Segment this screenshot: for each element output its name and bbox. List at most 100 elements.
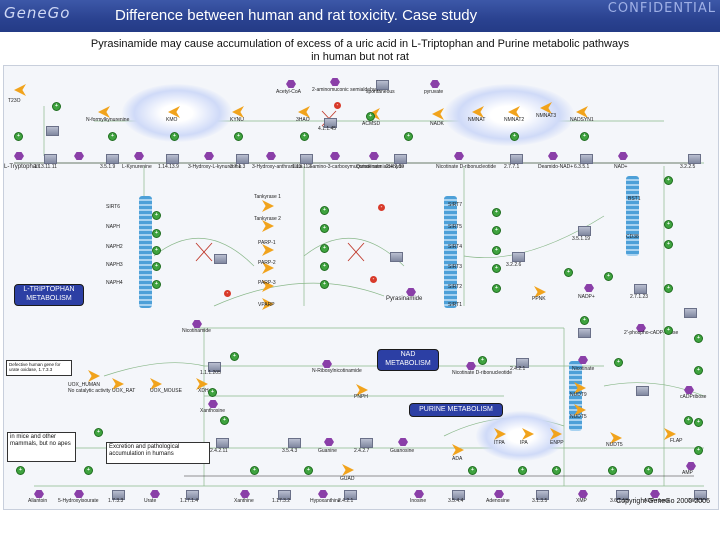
deamido-nad-label: Deamido-NAD+ xyxy=(538,164,574,170)
activation-icon: + xyxy=(14,132,23,141)
nicotinate-label: Nicotinate xyxy=(572,366,595,372)
bst-stack xyxy=(626,176,639,256)
ec-label: 2.4.2.11 xyxy=(210,448,228,454)
reaction-icon xyxy=(214,254,227,264)
activation-icon: + xyxy=(492,264,501,273)
hydroxyisourate-compound-icon xyxy=(74,490,84,498)
uox-rat-label: UOX_RAT xyxy=(112,388,136,394)
acmsd-label: ACMSD xyxy=(362,121,381,127)
xmp-compound-icon xyxy=(578,490,588,498)
activation-icon: + xyxy=(220,416,229,425)
pyruvate-label: pyruvate xyxy=(424,89,444,95)
l-tryptophan-compound-icon xyxy=(14,152,24,160)
hypoxanthine-compound-icon xyxy=(318,490,328,498)
nicotinamide-compound-icon xyxy=(192,320,202,328)
ec-label: 2.7.7.1 xyxy=(504,164,520,170)
reaction-icon xyxy=(452,490,465,500)
activation-icon: + xyxy=(580,316,589,325)
inhibition-icon: - xyxy=(370,276,377,283)
xdh-label: XDH xyxy=(198,388,209,394)
allantoin-compound-icon xyxy=(34,490,44,498)
pyrasinamide-compound-icon xyxy=(406,288,416,296)
phospho-cadp-label: 2'-phospho-cADP-ribose xyxy=(624,330,679,336)
inhibition-icon: - xyxy=(378,204,385,211)
purine-metabolism-box[interactable]: PURINE METABOLISM xyxy=(409,403,503,417)
nicotinate-ribonucleotide-2-label: Nicotinate D-ribonucleotide xyxy=(452,370,513,376)
parp2-label: PARP-2 xyxy=(258,260,276,266)
nadp-compound-icon xyxy=(584,284,594,292)
cadpribose-label: cADPribose xyxy=(680,394,707,400)
ec-label: 3.5.4.4 xyxy=(448,498,464,504)
activation-icon: + xyxy=(152,229,161,238)
genego-logo: GeneGo xyxy=(4,4,71,22)
l-triptophan-metabolism-box[interactable]: L-TRIPTOPHAN METABOLISM xyxy=(14,284,84,306)
reaction-icon xyxy=(578,328,591,338)
acetyl-coa-compound-icon xyxy=(286,80,296,88)
ec-label: 3.7.1.3 xyxy=(230,164,246,170)
nudt5b-label: NUDT5 xyxy=(606,442,623,448)
activation-icon: + xyxy=(404,132,413,141)
activation-icon: + xyxy=(694,334,703,343)
reaction-icon xyxy=(536,490,549,500)
ec-label: 3.2.2.5 xyxy=(680,164,696,170)
guanine-compound-icon xyxy=(324,438,334,446)
activation-icon: + xyxy=(478,356,487,365)
activation-icon: + xyxy=(694,446,703,455)
ec-label: 1.13.11.6 xyxy=(292,164,313,170)
xanthine-label: Xanthine xyxy=(234,498,254,504)
adenosine-label: Adenosine xyxy=(486,498,510,504)
xanthosine-compound-icon xyxy=(208,400,218,408)
activation-icon: + xyxy=(320,262,329,271)
uox-mouse-label: UOX_MOUSE xyxy=(150,388,182,394)
excretion-note-box: Excretion and pathological accumulation … xyxy=(106,442,210,464)
reaction-icon xyxy=(394,154,407,164)
uox-defect-note: Defective human gene for urate oxidase, … xyxy=(6,360,72,376)
activation-icon: + xyxy=(468,466,477,475)
nicotinate-ribonucleotide-label: Nicotinate D-ribonucleotide xyxy=(436,164,497,170)
naph4-label: NAPH4 xyxy=(106,280,123,286)
ec-label: 3.5.4.3 xyxy=(282,448,298,454)
hydroxyisourate-label: 5-Hydroxyisourate xyxy=(58,498,99,504)
nad-compound-icon xyxy=(618,152,628,160)
guanine-label: Guanine xyxy=(318,448,337,454)
nicotinate-ribonucleotide-compound-icon xyxy=(454,152,464,160)
hydroxykynurenine-label: 3-Hydroxy-L-kynurenine xyxy=(188,164,242,170)
activation-icon: + xyxy=(664,176,673,185)
acetyl-coa-label: Acetyl-CoA xyxy=(276,89,302,95)
ec-label: 2.4.2.7 xyxy=(354,448,370,454)
activation-icon: + xyxy=(510,132,519,141)
subtitle-line-2: in human but not rat xyxy=(311,51,409,63)
naph-stack xyxy=(139,196,152,308)
nmnat-highlight xyxy=(444,84,574,146)
activation-icon: + xyxy=(614,358,623,367)
ec-label: 1.14.13.9 xyxy=(158,164,179,170)
activation-icon: + xyxy=(108,132,117,141)
ec-label: 1.17.1.4 xyxy=(180,498,199,504)
reaction-icon xyxy=(390,252,403,262)
nad-metabolism-box[interactable]: NAD METABOLISM xyxy=(377,349,439,371)
reaction-icon xyxy=(578,226,591,236)
guad-label: GUAD xyxy=(340,476,355,482)
sirt2-label: SIRT2 xyxy=(448,284,463,290)
inhibition-icon: - xyxy=(224,290,231,297)
ada-label: ADA xyxy=(452,456,463,462)
pyrasinamide-label: Pyrasinamide xyxy=(386,296,423,302)
activation-icon: + xyxy=(170,132,179,141)
reaction-icon xyxy=(46,126,59,136)
ec-label: 1.7.3.3 xyxy=(108,498,124,504)
nadp-label: NADP+ xyxy=(578,294,595,300)
ec-label: 3.5.1.9 xyxy=(100,164,116,170)
reaction-icon xyxy=(344,490,357,500)
l-kynurenine-label: L-Kynurenine xyxy=(122,164,152,170)
sirt-stack xyxy=(444,196,457,308)
nmnat2-label: NMNAT2 xyxy=(504,117,525,123)
itpa-highlight xyxy=(476,411,566,461)
guanosine-compound-icon xyxy=(398,438,408,446)
inhibition-icon: - xyxy=(334,102,341,109)
ribosylnicotinamide-label: N-Ribosylnicotinamide xyxy=(312,368,362,374)
reaction-icon xyxy=(300,154,313,164)
nmnat3-label: NMNAT3 xyxy=(536,113,557,119)
sirt6-label: SIRT6 xyxy=(106,204,121,210)
amp-label: AMP xyxy=(682,470,693,476)
flap-label: FLAP xyxy=(670,438,683,444)
